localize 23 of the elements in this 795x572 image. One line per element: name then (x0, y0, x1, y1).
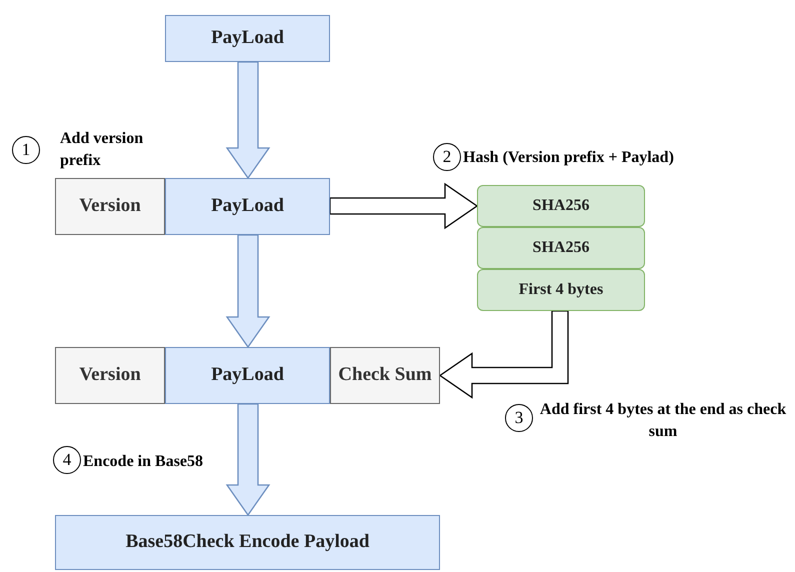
step-label: Hash (Version prefix + Paylad) (463, 148, 675, 168)
process-box: PayLoad (165, 15, 330, 62)
step-label: Add first 4 bytes at the end as check sum (538, 400, 788, 442)
field-box: Check Sum (330, 347, 440, 404)
process-box: Base58Check Encode Payload (55, 515, 440, 570)
step-label: Encode in Base58 (83, 452, 204, 472)
process-box: PayLoad (165, 178, 330, 235)
block-arrow (226, 403, 270, 516)
hash-step-box: SHA256 (477, 227, 645, 269)
step-number: 2 (433, 143, 461, 171)
step-number: 4 (53, 446, 81, 474)
step-label: Add version prefix (60, 129, 144, 172)
hash-step-box: SHA256 (477, 185, 645, 227)
step-number: 1 (12, 136, 40, 164)
block-arrow (329, 182, 478, 230)
block-arrow (226, 234, 270, 348)
field-box: Version (55, 178, 165, 235)
field-box: Version (55, 347, 165, 404)
block-arrow (226, 61, 270, 180)
block-arrow (438, 310, 569, 399)
process-box: PayLoad (165, 347, 330, 404)
hash-step-box: First 4 bytes (477, 269, 645, 311)
step-number: 3 (505, 404, 533, 432)
